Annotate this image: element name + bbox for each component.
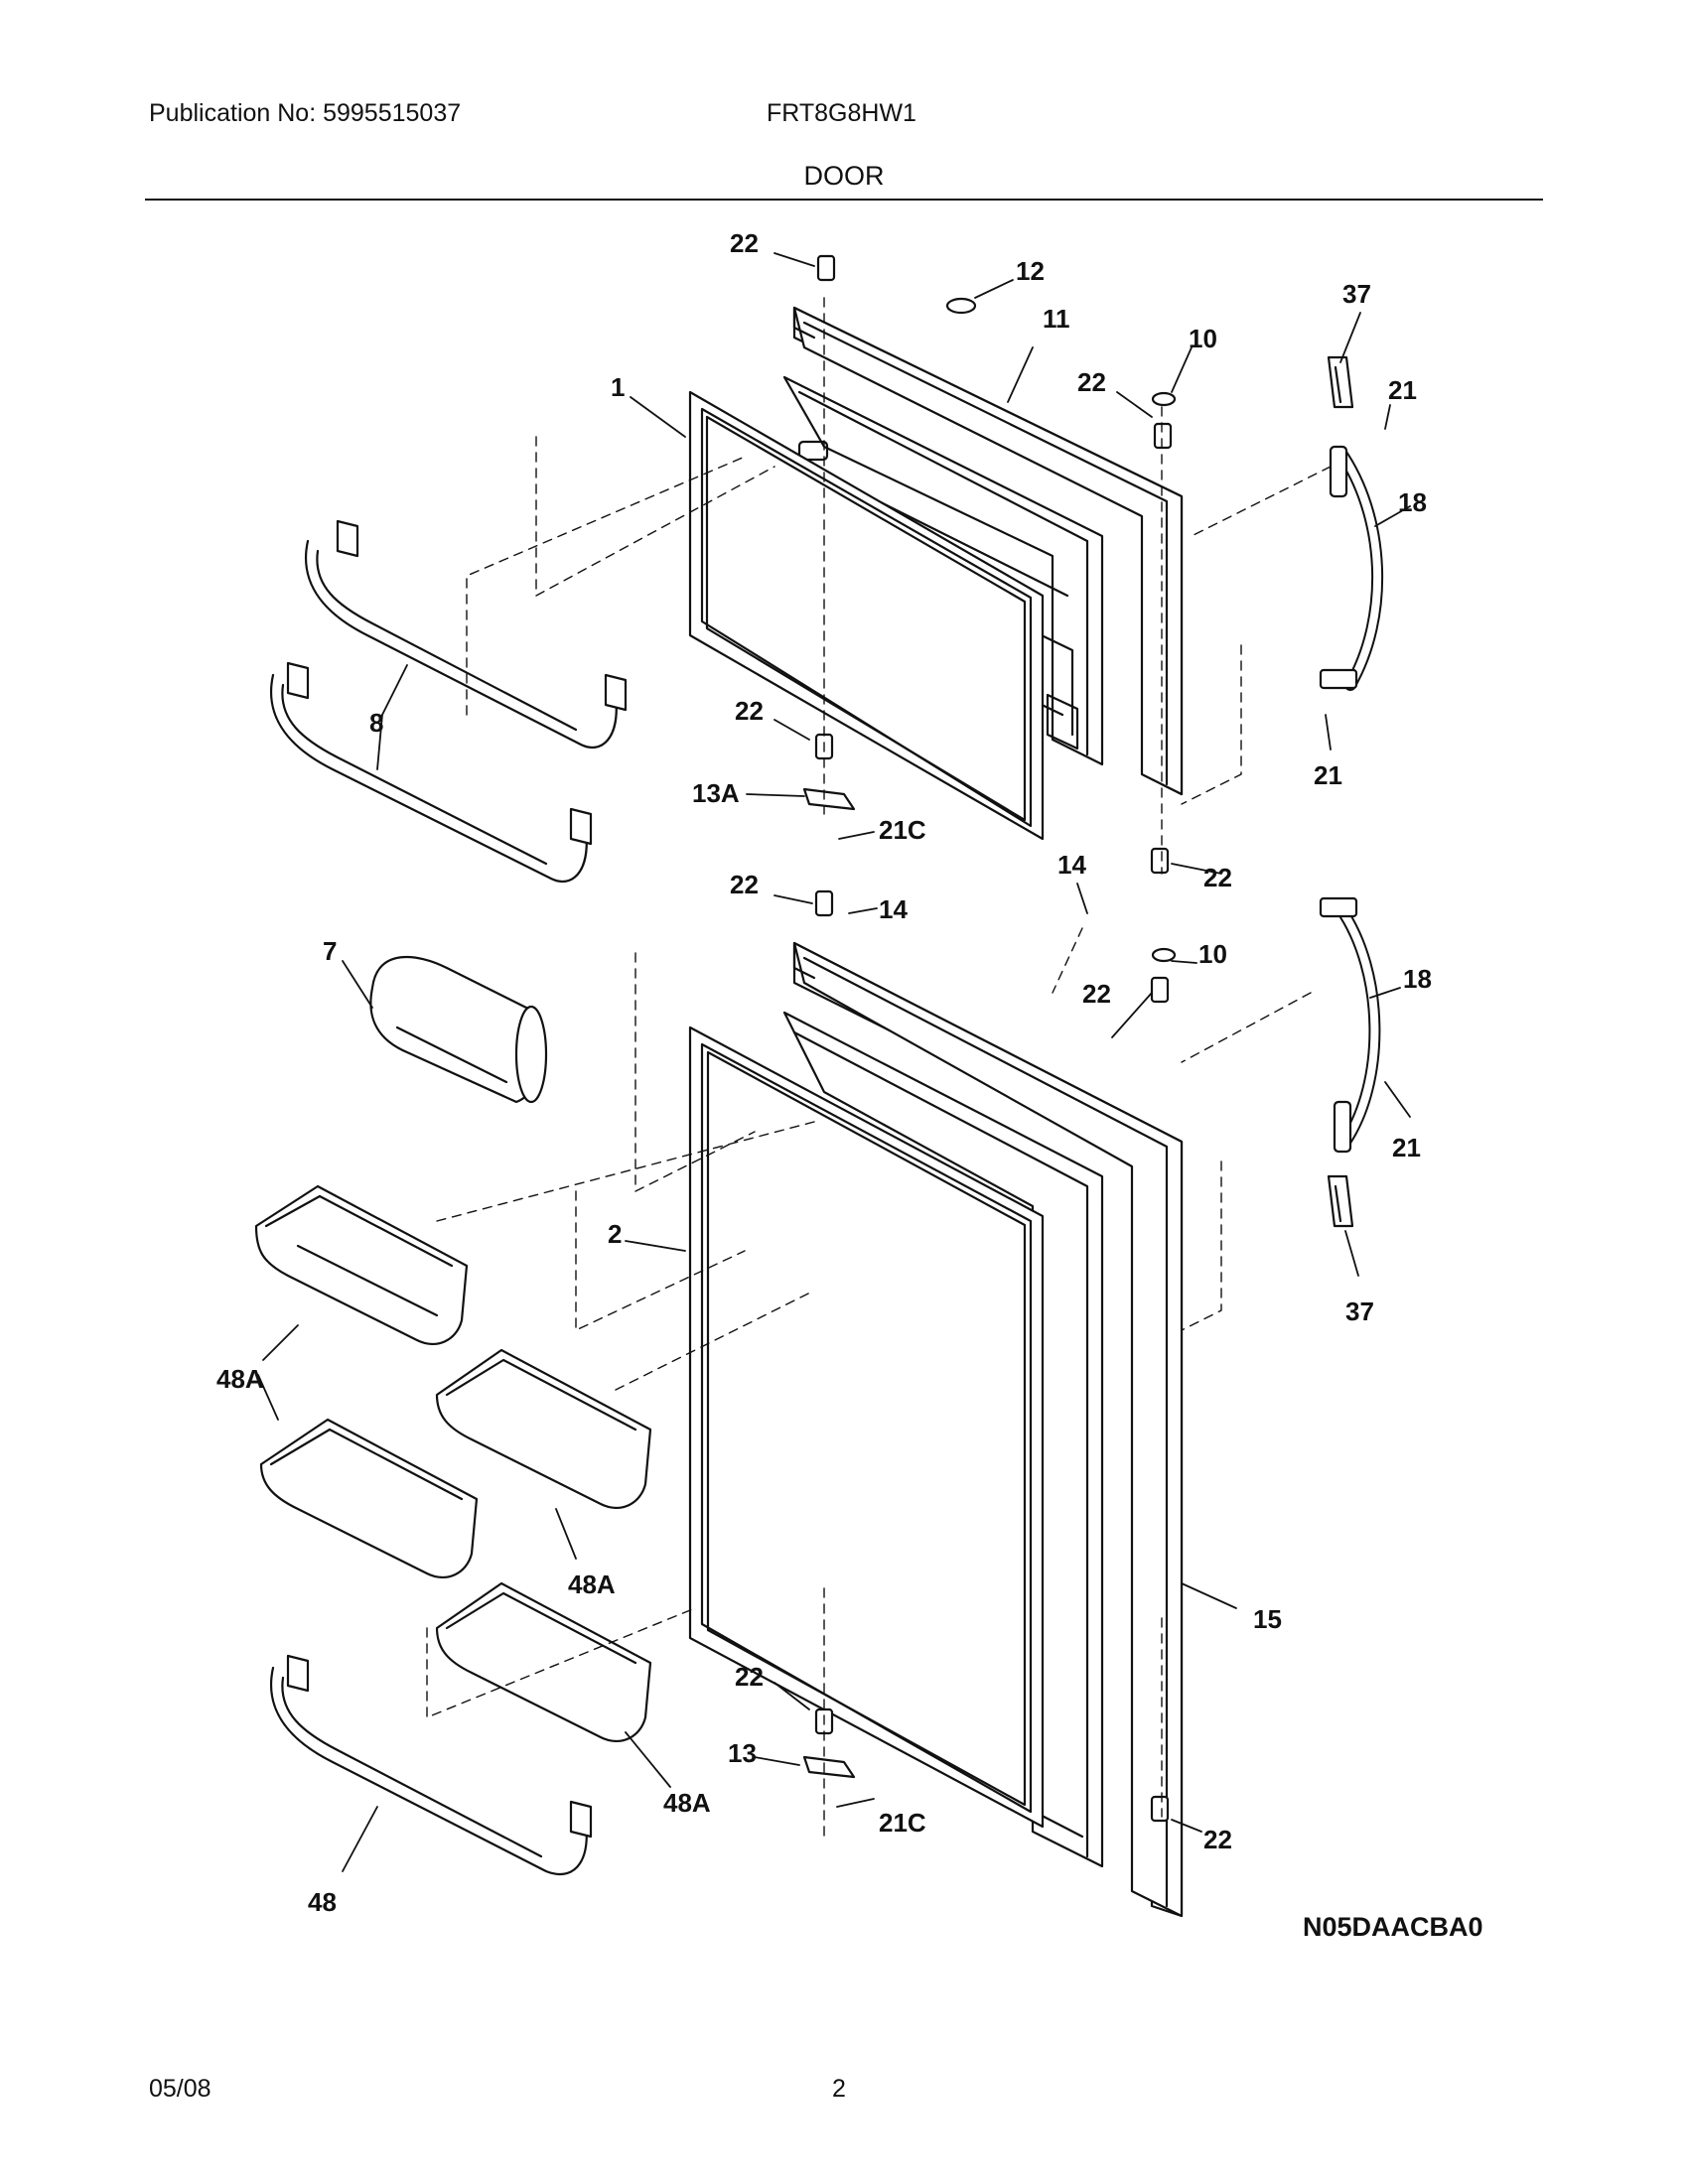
header-rule: [145, 199, 1543, 201]
callout-22: 22: [1082, 979, 1111, 1009]
assembly-dash-lines: [426, 297, 1332, 1838]
callout-13A: 13A: [692, 778, 740, 808]
door-shelf-rail-lower: [270, 661, 593, 884]
callout-14: 14: [879, 894, 908, 924]
callout-8: 8: [369, 708, 383, 738]
callout-21: 21: [1388, 375, 1417, 405]
callout-12: 12: [1016, 256, 1045, 286]
lower-handle: [1319, 896, 1381, 1154]
callout-21C: 21C: [879, 815, 926, 845]
handle-end-cap-top: [1327, 355, 1354, 409]
fresh-food-door-gasket: [688, 1025, 1045, 1829]
footer-page-number: 2: [832, 2075, 846, 2103]
callout-7: 7: [323, 936, 337, 966]
callout-37: 37: [1345, 1297, 1374, 1326]
page-title: DOOR: [803, 161, 885, 191]
callout-15: 15: [1253, 1604, 1282, 1634]
callout-48A: 48A: [663, 1788, 711, 1818]
upper-handle: [1319, 445, 1384, 691]
callout-22: 22: [730, 228, 759, 258]
callout-11: 11: [1043, 304, 1070, 334]
callout-1: 1: [611, 372, 625, 402]
callout-22: 22: [1203, 863, 1232, 892]
door-shelf-rail-bottom: [270, 1654, 593, 1876]
leader-lines: [257, 252, 1411, 1872]
callout-18: 18: [1398, 487, 1427, 517]
callout-2: 2: [608, 1219, 622, 1249]
callout-37: 37: [1342, 279, 1371, 309]
callout-22: 22: [735, 696, 764, 726]
freezer-door-outer-panel: [792, 306, 1184, 796]
fresh-food-door-outer-panel: [792, 941, 1184, 1918]
callout-10: 10: [1198, 939, 1227, 969]
callout-48A: 48A: [568, 1570, 616, 1599]
callout-labels: 22 12 11 37 10 22 21 1 18 8 22 21 13A 21…: [216, 228, 1432, 1917]
door-bin-1: [254, 1184, 469, 1345]
handle-end-cap-bottom: [1327, 1174, 1354, 1228]
callout-21: 21: [1392, 1133, 1421, 1162]
callout-48: 48: [308, 1887, 337, 1917]
hinge-plates: [802, 787, 856, 1779]
footer-date: 05/08: [149, 2075, 211, 2103]
callout-18: 18: [1403, 964, 1432, 994]
callout-21C: 21C: [879, 1808, 926, 1838]
door-bin-3: [259, 1418, 479, 1578]
callout-22: 22: [735, 1662, 764, 1692]
hinge-bushing-parts: [814, 254, 1173, 1823]
callout-22: 22: [1203, 1825, 1232, 1854]
publication-number: Publication No: 5995515037: [149, 99, 462, 127]
freezer-door-gasket: [688, 390, 1045, 841]
door-bin-2: [435, 1348, 652, 1509]
callout-21: 21: [1314, 760, 1342, 790]
diagram-reference-code: N05DAACBA0: [1303, 1912, 1483, 1942]
door-bin-4: [435, 1581, 652, 1742]
callout-10: 10: [1189, 324, 1217, 353]
hole-plugs: [945, 297, 1177, 963]
callout-48A: 48A: [216, 1364, 264, 1394]
callout-22: 22: [730, 870, 759, 899]
callout-22: 22: [1077, 367, 1106, 397]
dairy-door-cover: [369, 955, 548, 1104]
model-number: FRT8G8HW1: [767, 99, 916, 127]
callout-14: 14: [1057, 850, 1086, 880]
door-shelf-rail-upper: [305, 519, 628, 750]
callout-13: 13: [728, 1738, 757, 1768]
